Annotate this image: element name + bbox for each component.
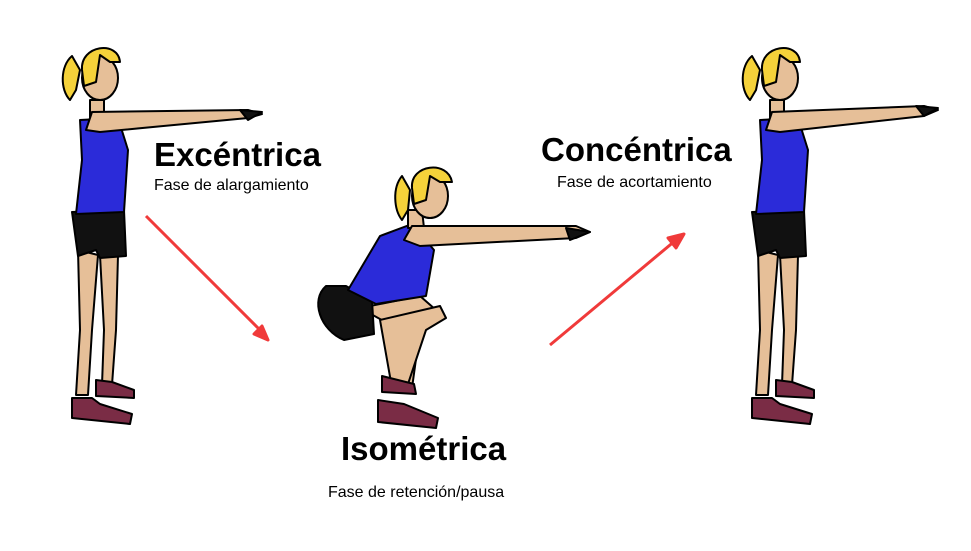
arrow-eccentric-to-isometric bbox=[144, 214, 270, 342]
eccentric-title: Excéntrica bbox=[154, 136, 321, 173]
concentric-subtitle: Fase de acortamiento bbox=[557, 174, 712, 191]
arrow-isometric-to-concentric bbox=[549, 232, 686, 347]
squat-figure-center bbox=[317, 166, 591, 429]
isometric-title: Isométrica bbox=[341, 430, 507, 467]
standing-figure-right bbox=[741, 47, 939, 425]
isometric-subtitle: Fase de retención/pausa bbox=[328, 484, 505, 501]
concentric-title: Concéntrica bbox=[541, 131, 732, 168]
standing-figure-left bbox=[61, 47, 263, 425]
eccentric-subtitle: Fase de alargamiento bbox=[154, 177, 309, 194]
